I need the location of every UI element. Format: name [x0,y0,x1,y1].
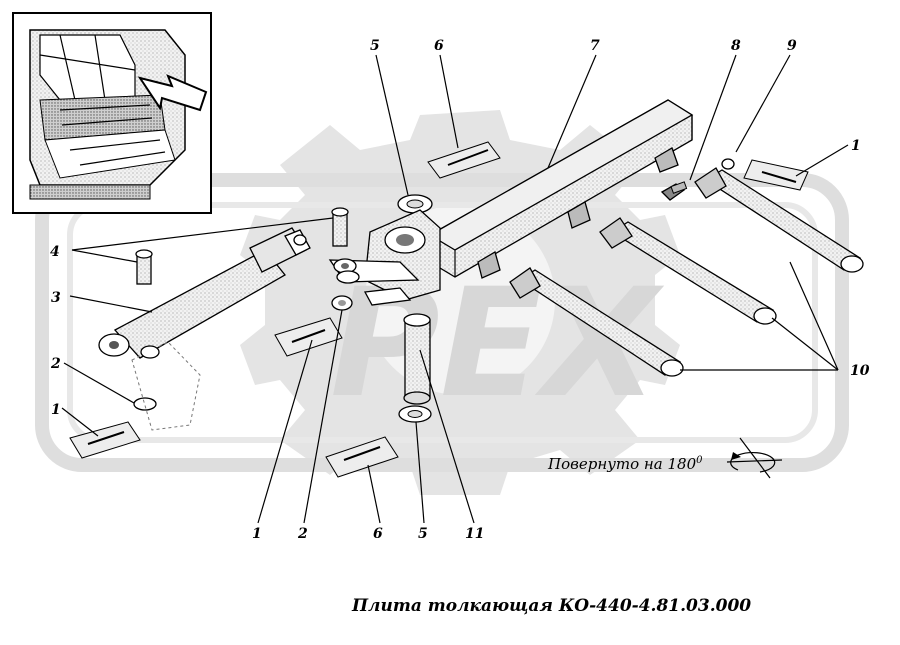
callout-2-left: 2 [50,356,61,372]
axle [403,313,431,405]
leader-lines [61,54,849,524]
callout-1-right: 1 [851,138,861,154]
hydraulic-cylinder [98,227,311,431]
callout-4: 4 [50,244,60,260]
callout-8: 8 [731,38,741,54]
hinge-block [328,209,441,306]
washer-left [133,397,157,411]
callout-5-bottom: 5 [418,526,428,542]
rod-1 [509,267,684,377]
callout-9: 9 [787,38,797,54]
pin-upper [331,207,349,247]
pin-packet-right [743,159,809,191]
rod-2 [599,217,777,325]
pin-packet-bottom [325,436,399,478]
callout-6-top: 6 [434,38,444,54]
rotation-symbol-icon [726,437,783,479]
callout-3: 3 [51,290,61,306]
drawing-caption: Плита толкающая КО-440-4.81.03.000 [351,596,751,616]
callout-1-left: 1 [51,402,61,418]
pin-lower [135,249,153,285]
callout-10: 10 [850,363,870,379]
callout-7: 7 [590,38,600,54]
callout-5-top: 5 [370,38,380,54]
rod-3 [694,167,864,273]
pin-packet-top [427,141,501,179]
rotation-note: Повернуто на 1800 [547,455,703,473]
pointer-arrow-icon [137,74,208,112]
callout-11: 11 [465,526,484,542]
callout-6-bottom: 6 [373,526,383,542]
inset-truck-view [12,12,212,214]
pin-packet-mid [274,317,343,357]
callout-1-bottom: 1 [252,526,262,542]
bolt [660,181,688,201]
callout-2-bottom: 2 [297,526,308,542]
pin-packet-left [69,421,141,459]
washer-right [721,158,735,170]
